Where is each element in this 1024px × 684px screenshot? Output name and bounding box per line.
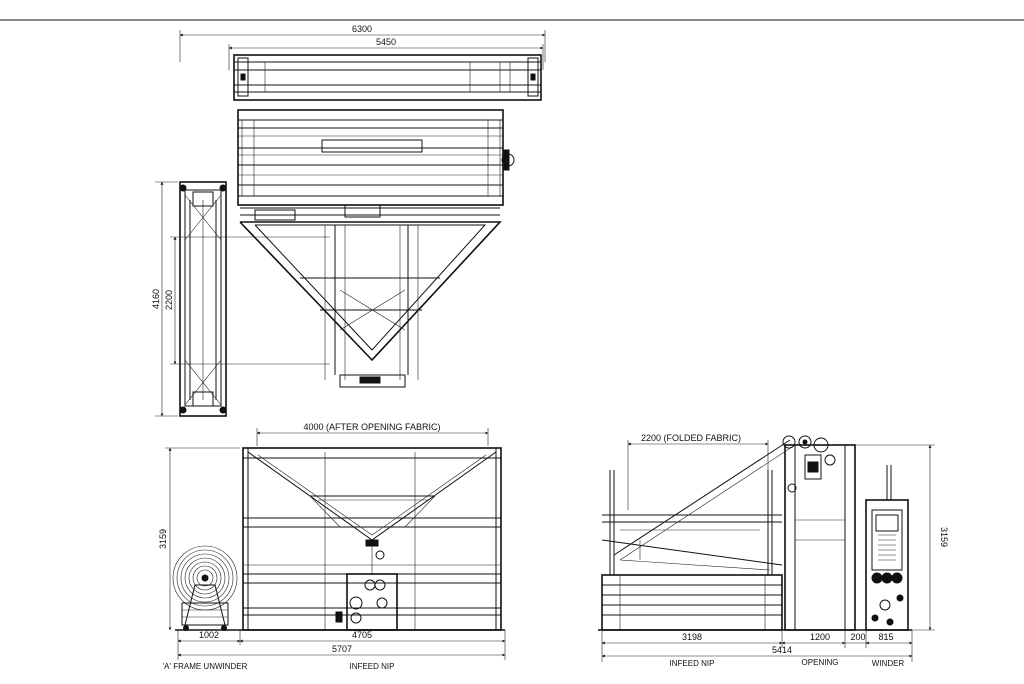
dim-opening-width: 4000 (AFTER OPENING FABRIC) — [303, 422, 440, 432]
dim-unwinder: 1002 — [199, 630, 219, 640]
dim-front-height: 3159 — [158, 529, 168, 549]
dim-infeed-side: 3198 — [682, 632, 702, 642]
dim-overall-width: 6300 — [352, 24, 372, 34]
dim-side-total: 5414 — [772, 645, 792, 655]
dim-front-total: 5707 — [332, 644, 352, 654]
dim-gap: 200 — [850, 632, 865, 642]
dim-infeed-front: 4705 — [352, 630, 372, 640]
dim-side-height: 3159 — [939, 527, 949, 547]
dim-opening: 1200 — [810, 632, 830, 642]
side-view: 2200 (FOLDED FABRIC) — [598, 433, 949, 668]
dim-winder: 815 — [878, 632, 893, 642]
front-view: 4000 (AFTER OPENING FABRIC) — [158, 422, 506, 671]
caption-infeed-side: INFEED NIP — [670, 659, 715, 668]
caption-opening: OPENING — [802, 658, 839, 667]
caption-unwinder: 'A' FRAME UNWINDER — [163, 662, 248, 671]
dim-folded-width: 2200 (FOLDED FABRIC) — [641, 433, 741, 443]
caption-infeed-front: INFEED NIP — [350, 662, 395, 671]
dim-inner-depth: 2200 — [164, 290, 174, 310]
dim-inner-width: 5450 — [376, 37, 396, 47]
top-view: 6300 5450 — [151, 24, 546, 417]
caption-winder: WINDER — [872, 659, 905, 668]
dim-overall-depth: 4160 — [151, 289, 161, 309]
unwinder-roll — [172, 545, 238, 631]
